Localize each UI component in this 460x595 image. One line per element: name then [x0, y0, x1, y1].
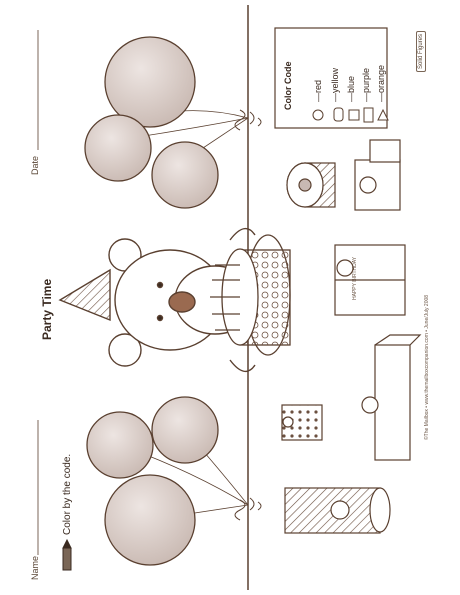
- gift-cylinder-bottom: [284, 487, 391, 534]
- gift-long-box: [361, 334, 422, 461]
- balloon-cluster-top: [84, 36, 262, 209]
- color-code-item: —purple: [361, 67, 371, 102]
- gift-cube-top: [354, 139, 401, 211]
- color-code-title: Color Code: [283, 61, 293, 111]
- color-code-item: —blue: [346, 75, 356, 102]
- color-code-item: —red: [313, 79, 323, 102]
- birthday-cake: [210, 234, 291, 356]
- name-label: Name: [30, 555, 40, 580]
- credit-line: ©The Mailbox • www.themailboxcompanion.c…: [424, 294, 430, 440]
- solid-figures-tag: Solid Figures: [416, 30, 426, 72]
- color-code-item: —orange: [376, 64, 386, 102]
- date-label: Date: [30, 155, 40, 175]
- crayon-icon: [62, 538, 72, 571]
- page-title: Party Time: [40, 278, 54, 340]
- gift-dotted-box: [281, 404, 323, 441]
- gift-cylinder-top: [286, 162, 336, 208]
- color-code-item: —yellow: [330, 67, 340, 102]
- gift-text: HAPPY BIRTHDAY: [352, 256, 358, 300]
- balloon-cluster-bottom: [86, 396, 262, 566]
- color-code-shapes: [312, 107, 389, 123]
- gift-happy-birthday: [334, 244, 406, 316]
- instruction-text: Color by the code.: [62, 453, 73, 535]
